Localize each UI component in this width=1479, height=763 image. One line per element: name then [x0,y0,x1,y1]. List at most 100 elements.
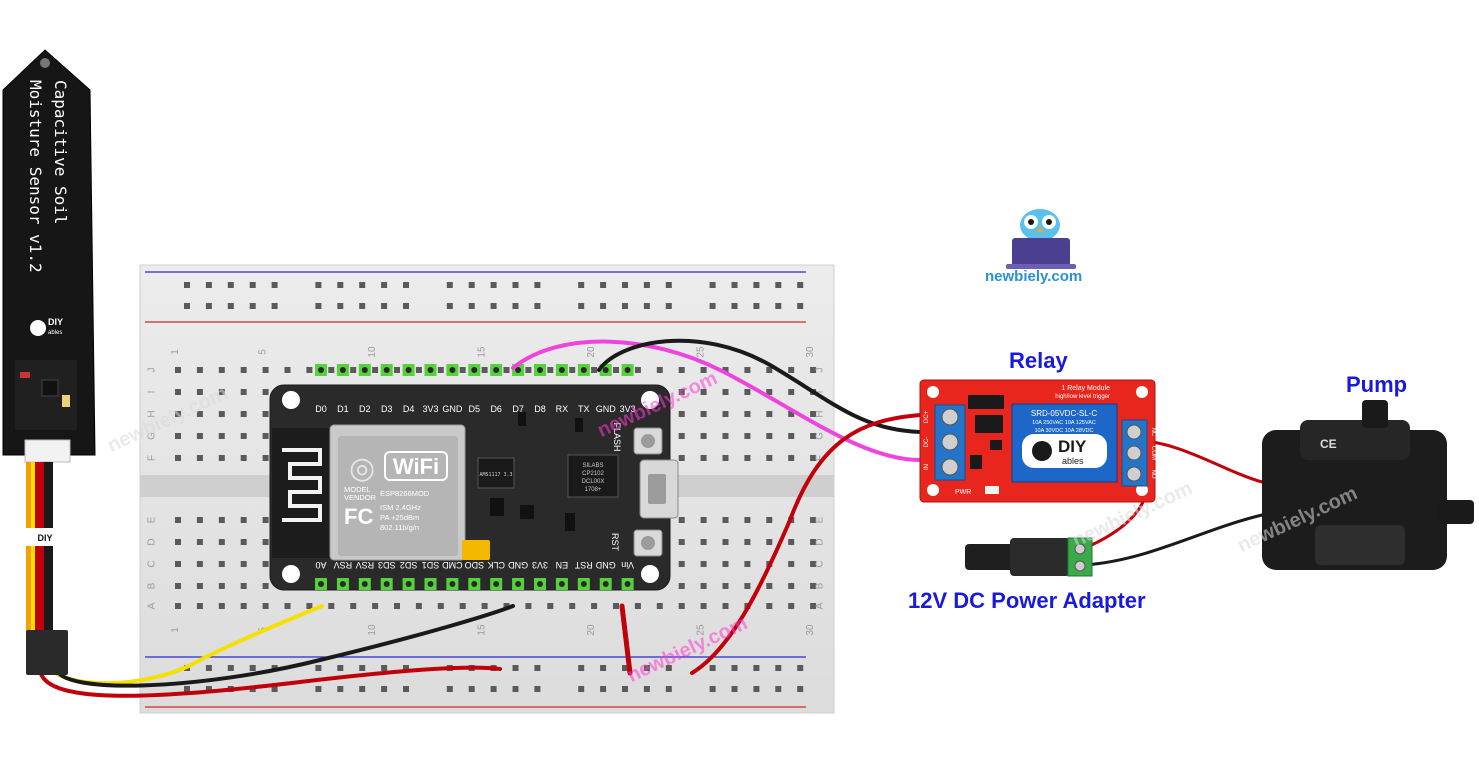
breadboard-hole[interactable] [175,411,181,417]
breadboard-hole[interactable] [196,411,203,417]
breadboard-hole[interactable] [218,603,225,609]
breadboard-hole[interactable] [700,455,707,461]
breadboard-hole[interactable] [459,367,466,373]
flash-button-cap[interactable] [641,434,655,448]
breadboard-rail-hole[interactable] [227,303,234,309]
breadboard-rail-hole[interactable] [468,303,475,309]
breadboard-rail-hole[interactable] [622,282,628,288]
breadboard-hole[interactable] [218,411,225,417]
breadboard-hole[interactable] [766,539,773,545]
breadboard-rail-hole[interactable] [337,303,344,309]
breadboard-rail-hole[interactable] [205,665,212,671]
breadboard-hole[interactable] [175,583,181,589]
breadboard-rail-hole[interactable] [578,665,585,671]
breadboard-hole[interactable] [175,433,181,439]
terminal-screw[interactable] [941,433,959,451]
breadboard-rail-hole[interactable] [643,686,650,692]
breadboard-hole[interactable] [634,603,641,609]
breadboard-hole[interactable] [196,389,203,395]
breadboard-rail-hole[interactable] [622,303,628,309]
breadboard-rail-hole[interactable] [622,665,628,671]
breadboard-hole[interactable] [415,367,422,373]
breadboard-hole[interactable] [810,603,817,609]
breadboard-hole[interactable] [591,367,598,373]
breadboard-hole[interactable] [350,367,357,373]
breadboard-rail-hole[interactable] [446,303,453,309]
breadboard-hole[interactable] [175,517,181,523]
breadboard-hole[interactable] [810,583,817,589]
breadboard-hole[interactable] [722,583,729,589]
breadboard-hole[interactable] [700,433,707,439]
breadboard-rail-hole[interactable] [643,303,650,309]
breadboard-rail-hole[interactable] [797,282,804,288]
breadboard-hole[interactable] [547,367,554,373]
breadboard-hole[interactable] [240,389,247,395]
breadboard-hole[interactable] [788,455,795,461]
breadboard-hole[interactable] [175,603,181,609]
breadboard-rail-hole[interactable] [797,665,804,671]
breadboard-hole[interactable] [766,603,773,609]
breadboard-hole[interactable] [240,539,247,545]
breadboard-hole[interactable] [810,455,817,461]
breadboard-hole[interactable] [678,517,685,523]
breadboard-rail-hole[interactable] [797,303,804,309]
breadboard-hole[interactable] [262,603,269,609]
breadboard-hole[interactable] [788,603,795,609]
breadboard-hole[interactable] [744,561,751,567]
breadboard-rail-hole[interactable] [534,282,541,288]
terminal-screw[interactable] [1074,560,1086,572]
breadboard-hole[interactable] [218,455,225,461]
breadboard-rail-hole[interactable] [622,686,628,692]
breadboard-rail-hole[interactable] [753,303,760,309]
breadboard-hole[interactable] [591,603,598,609]
breadboard-hole[interactable] [262,583,269,589]
breadboard-hole[interactable] [240,367,247,373]
terminal-screw[interactable] [941,458,959,476]
breadboard-rail-hole[interactable] [315,303,322,309]
breadboard-hole[interactable] [218,561,225,567]
breadboard-rail-hole[interactable] [403,282,409,288]
breadboard-rail-hole[interactable] [381,303,388,309]
breadboard-hole[interactable] [744,367,751,373]
breadboard-hole[interactable] [525,367,532,373]
breadboard-hole[interactable] [175,455,181,461]
breadboard-hole[interactable] [372,367,379,373]
breadboard-rail-hole[interactable] [315,665,322,671]
breadboard-hole[interactable] [284,603,291,609]
breadboard-rail-hole[interactable] [403,686,409,692]
breadboard-hole[interactable] [656,367,663,373]
breadboard-rail-hole[interactable] [665,686,672,692]
breadboard-rail-hole[interactable] [227,282,234,288]
breadboard-hole[interactable] [284,367,291,373]
breadboard-rail-hole[interactable] [315,282,322,288]
breadboard-hole[interactable] [240,433,247,439]
breadboard-hole[interactable] [678,561,685,567]
breadboard-hole[interactable] [262,367,269,373]
breadboard-hole[interactable] [196,561,203,567]
reset-button-cap[interactable] [641,536,655,550]
breadboard-hole[interactable] [678,539,685,545]
breadboard-hole[interactable] [262,517,269,523]
breadboard-hole[interactable] [722,433,729,439]
breadboard-hole[interactable] [678,411,685,417]
breadboard-rail-hole[interactable] [446,282,453,288]
breadboard-hole[interactable] [700,367,707,373]
breadboard-hole[interactable] [218,433,225,439]
breadboard-rail-hole[interactable] [512,282,519,288]
breadboard-rail-hole[interactable] [600,303,607,309]
breadboard-rail-hole[interactable] [337,665,344,671]
breadboard-rail-hole[interactable] [600,282,607,288]
breadboard-hole[interactable] [722,411,729,417]
breadboard-rail-hole[interactable] [249,303,256,309]
breadboard-hole[interactable] [678,583,685,589]
breadboard-rail-hole[interactable] [249,282,256,288]
breadboard-hole[interactable] [766,389,773,395]
terminal-screw[interactable] [941,408,959,426]
breadboard-hole[interactable] [700,603,707,609]
breadboard-rail-hole[interactable] [359,686,366,692]
breadboard-rail-hole[interactable] [600,686,607,692]
breadboard-rail-hole[interactable] [271,303,278,309]
breadboard-hole[interactable] [437,367,444,373]
breadboard-hole[interactable] [240,583,247,589]
breadboard-rail-hole[interactable] [205,686,212,692]
